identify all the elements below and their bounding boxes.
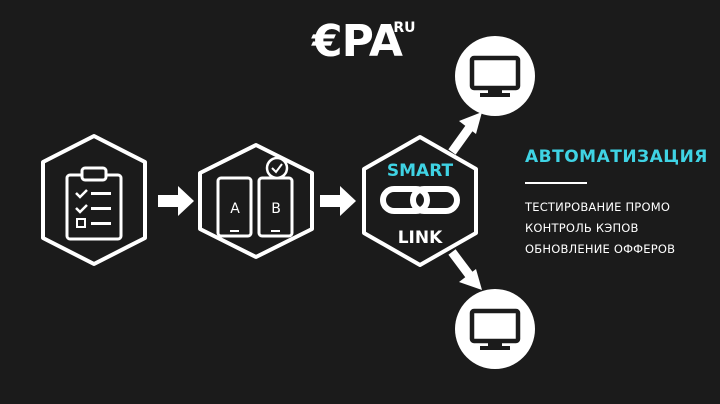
automation-divider [525, 182, 587, 184]
hexagon-outline [41, 134, 147, 266]
arrow-right-1 [158, 186, 194, 216]
automation-list: ТЕСТИРОВАНИЕ ПРОМО КОНТРОЛЬ КЭПОВ ОБНОВЛ… [525, 197, 675, 260]
automation-item: ТЕСТИРОВАНИЕ ПРОМО [525, 200, 671, 214]
monitor-icon [469, 308, 521, 350]
automation-item: ОБНОВЛЕНИЕ ОФФЕРОВ [525, 242, 676, 256]
hexagon-outline [198, 143, 314, 259]
automation-title: АВТОМАТИЗАЦИЯ [525, 147, 708, 167]
monitor-circle-top [455, 36, 535, 116]
label-b: B [271, 201, 281, 217]
clipboard-icon [65, 166, 123, 241]
arrow-up-right [448, 112, 482, 155]
hexagon-outline [362, 135, 478, 267]
label-a: A [230, 201, 240, 217]
logo-suffix: .RU [388, 20, 416, 36]
arrow-right-2 [320, 186, 356, 216]
smart-label: SMART [387, 161, 454, 181]
monitor-circle-bottom [455, 289, 535, 369]
monitor-icon [469, 55, 521, 97]
hexagon-checklist [41, 134, 147, 266]
logo-text: €PA [312, 16, 403, 67]
link-label: LINK [398, 228, 443, 248]
arrow-down-right [448, 249, 482, 290]
hexagon-ab-test: A B [198, 143, 314, 259]
chain-link-icon [380, 186, 460, 214]
automation-item: КОНТРОЛЬ КЭПОВ [525, 221, 639, 235]
hexagon-smart-link: SMART LINK [362, 135, 478, 267]
check-circle-icon [265, 156, 289, 180]
phone-a-icon [216, 176, 253, 238]
